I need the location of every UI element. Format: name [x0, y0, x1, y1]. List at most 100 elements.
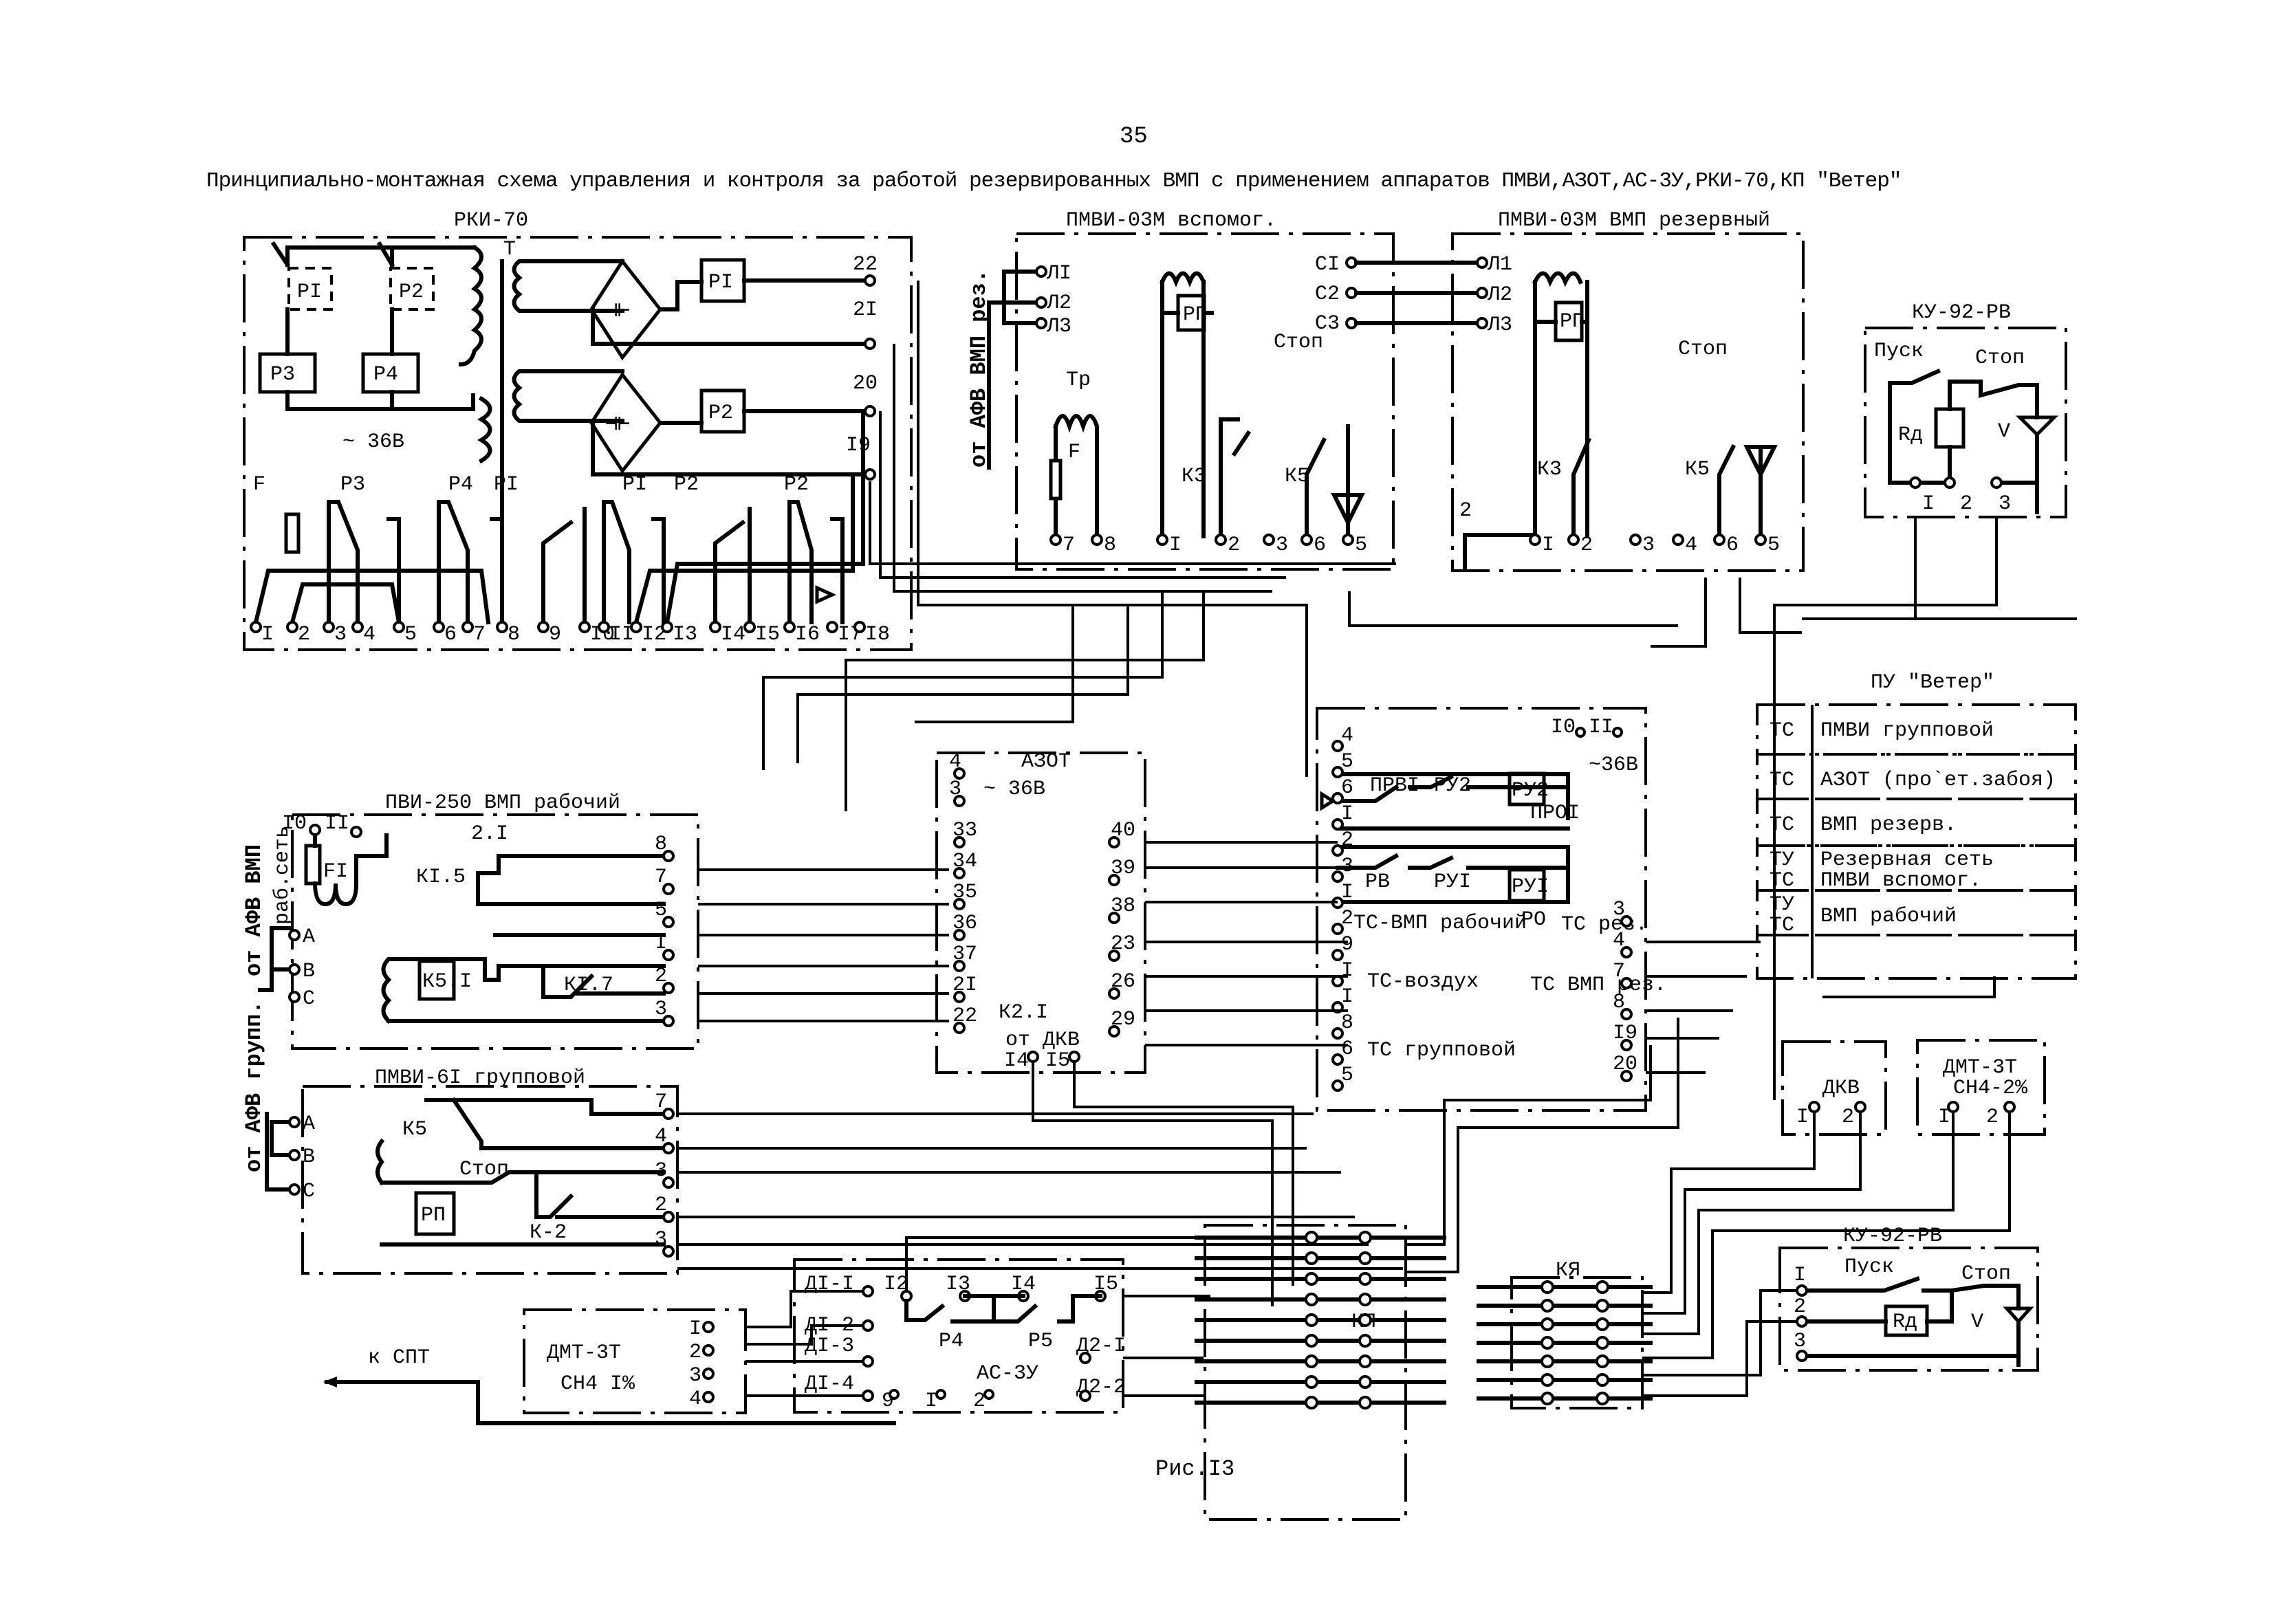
rki70-terminal[interactable] — [709, 621, 721, 633]
terminal-11[interactable] — [350, 826, 362, 838]
pmvi-res-terminal[interactable] — [1629, 534, 1642, 546]
azot-left-terminal[interactable] — [953, 1022, 966, 1034]
azot-right-terminal[interactable] — [1108, 836, 1120, 848]
kp-right-terminal[interactable] — [1620, 977, 1633, 989]
pvi250-terminal[interactable] — [662, 949, 675, 961]
rki70-terminal[interactable] — [323, 621, 335, 633]
rki70-terminal[interactable] — [393, 621, 405, 633]
kya2-terminal[interactable] — [1541, 1373, 1554, 1387]
pmvi61-terminal[interactable] — [662, 1108, 675, 1120]
dmt-left-terminal[interactable] — [702, 1368, 715, 1380]
kya2-terminal[interactable] — [1541, 1280, 1554, 1294]
ku92-bottom-terminal-1[interactable] — [1796, 1284, 1808, 1297]
kya2-terminal[interactable] — [1541, 1317, 1554, 1331]
kp-left-terminal[interactable] — [1331, 766, 1344, 778]
kya2-terminal[interactable] — [1541, 1299, 1554, 1313]
pmvi-res-terminal[interactable] — [1567, 534, 1580, 546]
kya1-terminal[interactable] — [1305, 1251, 1318, 1265]
kya2-terminal[interactable] — [1596, 1392, 1609, 1405]
kp-left-terminal[interactable] — [1331, 740, 1344, 752]
rki70-terminal[interactable] — [461, 621, 474, 633]
rki70-terminal[interactable] — [433, 621, 445, 633]
terminal-res-l1[interactable] — [1476, 256, 1488, 269]
rki70-terminal[interactable] — [743, 621, 756, 633]
kya2-terminal[interactable] — [1596, 1317, 1609, 1331]
ku92-top-terminal-2[interactable] — [1944, 476, 1956, 489]
kya1-terminal[interactable] — [1358, 1313, 1372, 1327]
pmvi61-terminal[interactable] — [662, 1176, 675, 1189]
sensor-d1-4-terminal[interactable] — [862, 1390, 874, 1402]
kp-left-terminal[interactable] — [1331, 844, 1344, 857]
phase-c-terminal[interactable] — [288, 991, 301, 1003]
azot-left-terminal[interactable] — [953, 929, 966, 941]
azot-right-terminal[interactable] — [1108, 950, 1120, 962]
rki70-terminal[interactable] — [826, 621, 838, 633]
pmvi-aux-terminal[interactable] — [1342, 534, 1354, 546]
pvi250-terminal[interactable] — [662, 916, 675, 928]
kya1-terminal[interactable] — [1305, 1354, 1318, 1368]
ku92-top-terminal-3[interactable] — [1990, 476, 2003, 489]
pmvi-aux-terminal[interactable] — [1300, 534, 1313, 546]
ku92-bottom-terminal-2[interactable] — [1796, 1315, 1808, 1328]
pmvi-aux-terminal[interactable] — [1156, 534, 1168, 546]
kp-right-terminal[interactable] — [1620, 1070, 1633, 1082]
kya2-terminal[interactable] — [1541, 1392, 1554, 1405]
kp-left-terminal[interactable] — [1331, 949, 1344, 961]
dmt-left-terminal[interactable] — [702, 1321, 715, 1333]
sensor-d1-2-terminal[interactable] — [862, 1319, 874, 1332]
kp-left-terminal[interactable] — [1331, 792, 1344, 804]
pmvi61-terminal[interactable] — [662, 1245, 675, 1258]
pvi250-terminal[interactable] — [662, 883, 675, 895]
kya1-terminal[interactable] — [1305, 1313, 1318, 1327]
azot-right-terminal[interactable] — [1108, 1025, 1120, 1038]
terminal-20[interactable] — [864, 405, 876, 417]
pvi250-terminal[interactable] — [662, 850, 675, 862]
ku92-top-terminal-1[interactable] — [1909, 476, 1922, 489]
kp-left-terminal[interactable] — [1331, 1027, 1344, 1040]
sensor-d1-1-terminal[interactable] — [862, 1285, 874, 1297]
kp-left-terminal[interactable] — [1331, 870, 1344, 883]
kya1-terminal[interactable] — [1358, 1251, 1372, 1265]
pmvi61-terminal[interactable] — [662, 1142, 675, 1154]
as3u-bottom-9[interactable] — [889, 1389, 900, 1400]
rki70-terminal[interactable] — [783, 621, 796, 633]
kya2-terminal[interactable] — [1596, 1373, 1609, 1387]
pmvi-aux-terminal[interactable] — [1215, 534, 1227, 546]
rki70-terminal[interactable] — [661, 621, 673, 633]
terminal-l2[interactable] — [1035, 296, 1047, 309]
rki70-terminal[interactable] — [250, 621, 262, 633]
kp-left-terminal[interactable] — [1331, 1079, 1344, 1092]
pmvi-res-terminal[interactable] — [1754, 534, 1767, 546]
kp-right-terminal[interactable] — [1620, 915, 1633, 928]
dmt-right-terminal-2[interactable] — [2003, 1101, 2016, 1113]
dkv-terminal-14[interactable] — [1027, 1051, 1039, 1063]
kp-left-terminal[interactable] — [1331, 923, 1344, 935]
terminal-21[interactable] — [864, 338, 876, 350]
kya2-terminal[interactable] — [1596, 1299, 1609, 1313]
kya1-terminal[interactable] — [1305, 1293, 1318, 1306]
dmt-right-terminal-1[interactable] — [1947, 1101, 1959, 1113]
as3u-bottom-1[interactable] — [935, 1389, 946, 1400]
pmvi-aux-terminal[interactable] — [1263, 534, 1275, 546]
rki70-terminal[interactable] — [496, 621, 508, 633]
pvi250-terminal[interactable] — [662, 982, 675, 994]
terminal-19[interactable] — [864, 468, 876, 481]
kp-left-terminal[interactable] — [1331, 818, 1344, 831]
kp-right-terminal[interactable] — [1620, 1008, 1633, 1020]
pvi250-terminal[interactable] — [662, 1015, 675, 1027]
pmvi-res-terminal[interactable] — [1529, 534, 1541, 546]
kya1-terminal[interactable] — [1305, 1231, 1318, 1244]
dmt-left-terminal[interactable] — [702, 1344, 715, 1357]
terminal-res-l2[interactable] — [1476, 287, 1488, 299]
azot-right-terminal[interactable] — [1108, 987, 1120, 1000]
kya1-terminal[interactable] — [1305, 1334, 1318, 1348]
sensor-d2-1-terminal[interactable] — [1079, 1352, 1091, 1364]
azot-left-terminal[interactable] — [953, 898, 966, 910]
kya1-terminal[interactable] — [1305, 1396, 1318, 1409]
sensor-d1-3-terminal[interactable] — [862, 1355, 874, 1368]
rki70-terminal[interactable] — [286, 621, 298, 633]
kya1-terminal[interactable] — [1358, 1354, 1372, 1368]
sensor-d2-2-terminal[interactable] — [1079, 1390, 1091, 1402]
terminal-l3[interactable] — [1035, 317, 1047, 329]
rki70-terminal[interactable] — [578, 621, 591, 633]
